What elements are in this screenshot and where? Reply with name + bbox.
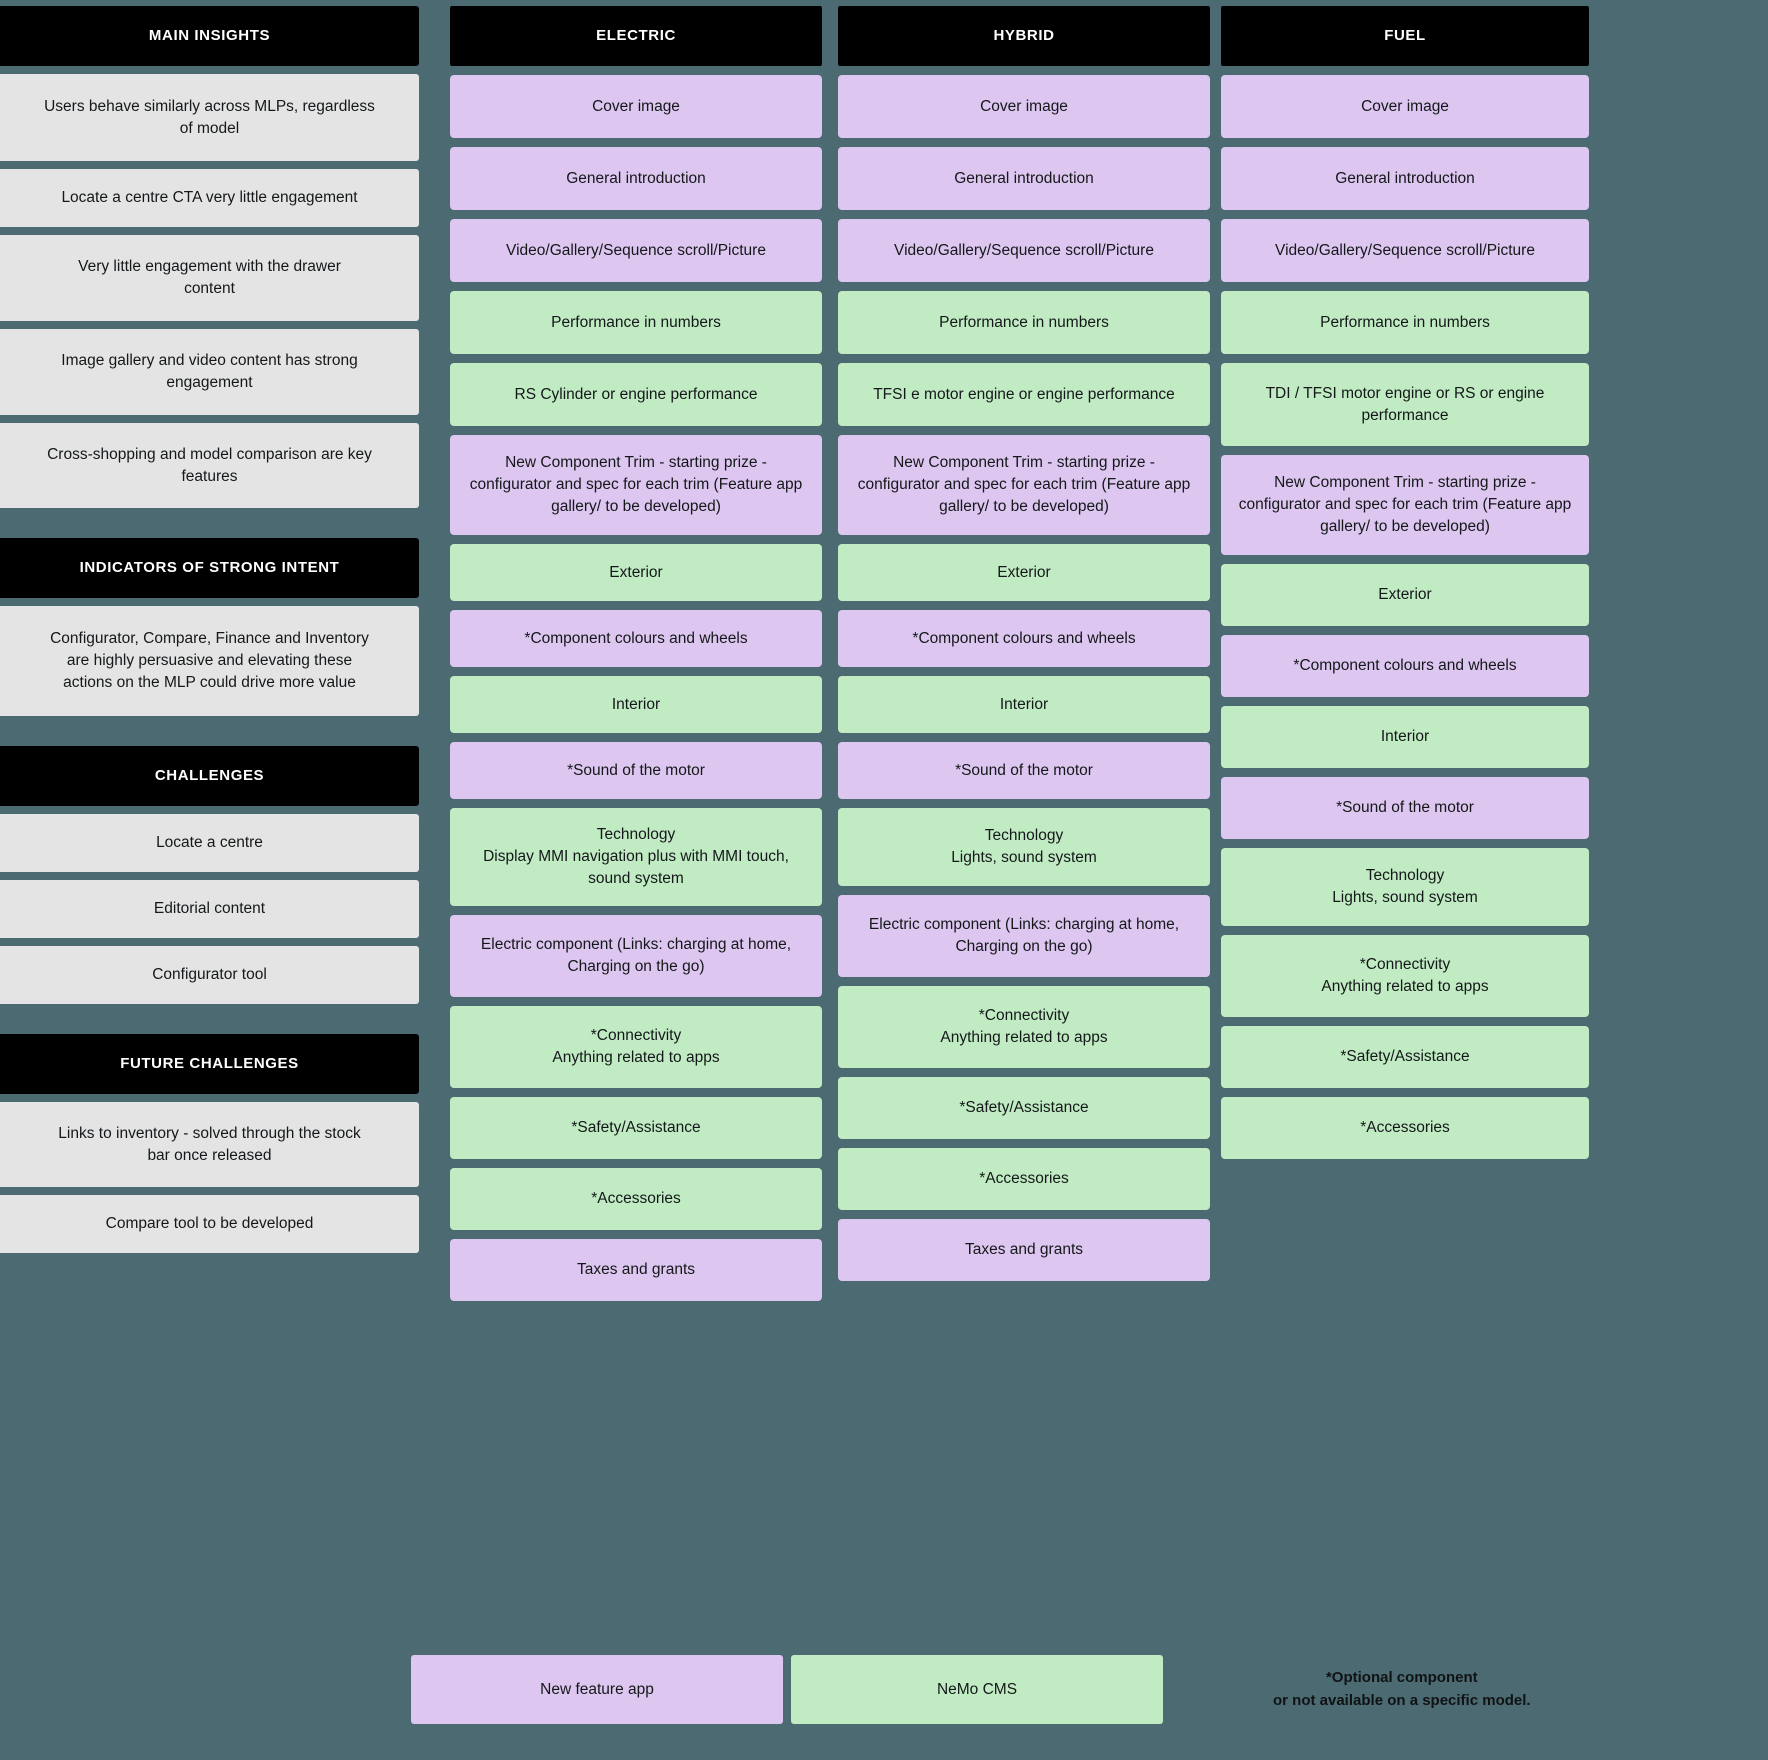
insight-card[interactable]: Cross-shopping and model comparison are … bbox=[0, 423, 419, 508]
column-header-electric: ELECTRIC bbox=[450, 6, 822, 66]
content-card[interactable]: Electric component (Links: charging at h… bbox=[838, 895, 1210, 977]
content-card[interactable]: Exterior bbox=[838, 544, 1210, 601]
content-card[interactable]: Interior bbox=[1221, 706, 1589, 768]
columns-container: MAIN INSIGHTS Users behave similarly acro… bbox=[0, 6, 1768, 1301]
content-card[interactable]: *Accessories bbox=[450, 1168, 822, 1230]
insight-card[interactable]: Editorial content bbox=[0, 880, 419, 938]
content-card[interactable]: General introduction bbox=[450, 147, 822, 210]
content-card[interactable]: General introduction bbox=[838, 147, 1210, 210]
content-card[interactable]: *Component colours and wheels bbox=[1221, 635, 1589, 697]
content-card[interactable]: *Safety/Assistance bbox=[450, 1097, 822, 1159]
content-card[interactable]: *Connectivity Anything related to apps bbox=[450, 1006, 822, 1088]
content-card[interactable]: Exterior bbox=[1221, 564, 1589, 626]
content-card[interactable]: Interior bbox=[838, 676, 1210, 733]
content-card[interactable]: *Sound of the motor bbox=[450, 742, 822, 799]
insight-card[interactable]: Compare tool to be developed bbox=[0, 1195, 419, 1253]
content-card[interactable]: Video/Gallery/Sequence scroll/Picture bbox=[838, 219, 1210, 282]
content-card[interactable]: *Safety/Assistance bbox=[1221, 1026, 1589, 1088]
insight-card[interactable]: Image gallery and video content has stro… bbox=[0, 329, 419, 415]
content-card[interactable]: *Accessories bbox=[838, 1148, 1210, 1210]
legend: New feature app NeMo CMS *Optional compo… bbox=[411, 1655, 1531, 1724]
content-card[interactable]: *Accessories bbox=[1221, 1097, 1589, 1159]
content-card[interactable]: New Component Trim - starting prize - co… bbox=[1221, 455, 1589, 555]
content-card[interactable]: Technology Lights, sound system bbox=[1221, 848, 1589, 926]
content-card[interactable]: Performance in numbers bbox=[838, 291, 1210, 354]
content-card[interactable]: Performance in numbers bbox=[450, 291, 822, 354]
content-card[interactable]: Technology Display MMI navigation plus w… bbox=[450, 808, 822, 906]
content-card[interactable]: Taxes and grants bbox=[838, 1219, 1210, 1281]
content-card[interactable]: New Component Trim - starting prize - co… bbox=[838, 435, 1210, 535]
column-header-fuel: FUEL bbox=[1221, 6, 1589, 66]
content-card[interactable]: Cover image bbox=[838, 75, 1210, 138]
insight-card[interactable]: Configurator, Compare, Finance and Inven… bbox=[0, 606, 419, 716]
content-card[interactable]: TFSI e motor engine or engine performanc… bbox=[838, 363, 1210, 426]
content-card[interactable]: *Connectivity Anything related to apps bbox=[838, 986, 1210, 1068]
insight-card[interactable]: Configurator tool bbox=[0, 946, 419, 1004]
column-header-hybrid: HYBRID bbox=[838, 6, 1210, 66]
legend-new-feature-app[interactable]: New feature app bbox=[411, 1655, 783, 1724]
insights-section-header: CHALLENGES bbox=[0, 746, 419, 806]
content-card[interactable]: *Safety/Assistance bbox=[838, 1077, 1210, 1139]
content-card[interactable]: Cover image bbox=[450, 75, 822, 138]
section-spacer bbox=[0, 516, 419, 530]
section-spacer bbox=[0, 1012, 419, 1026]
content-card[interactable]: Video/Gallery/Sequence scroll/Picture bbox=[450, 219, 822, 282]
content-card[interactable]: RS Cylinder or engine performance bbox=[450, 363, 822, 426]
content-card[interactable]: *Component colours and wheels bbox=[450, 610, 822, 667]
insight-card[interactable]: Users behave similarly across MLPs, rega… bbox=[0, 74, 419, 161]
insights-section-header: INDICATORS OF STRONG INTENT bbox=[0, 538, 419, 598]
insights-section-header: MAIN INSIGHTS bbox=[0, 6, 419, 66]
content-card[interactable]: New Component Trim - starting prize - co… bbox=[450, 435, 822, 535]
insight-card[interactable]: Locate a centre bbox=[0, 814, 419, 872]
insights-column: MAIN INSIGHTS Users behave similarly acro… bbox=[0, 6, 419, 1253]
content-card[interactable]: *Sound of the motor bbox=[838, 742, 1210, 799]
section-spacer bbox=[0, 724, 419, 738]
insight-card[interactable]: Very little engagement with the drawer c… bbox=[0, 235, 419, 321]
content-card[interactable]: Cover image bbox=[1221, 75, 1589, 138]
content-card[interactable]: Exterior bbox=[450, 544, 822, 601]
content-card[interactable]: Video/Gallery/Sequence scroll/Picture bbox=[1221, 219, 1589, 282]
insights-section-header: FUTURE CHALLENGES bbox=[0, 1034, 419, 1094]
content-card[interactable]: *Sound of the motor bbox=[1221, 777, 1589, 839]
content-card[interactable]: Electric component (Links: charging at h… bbox=[450, 915, 822, 997]
content-card[interactable]: *Connectivity Anything related to apps bbox=[1221, 935, 1589, 1017]
content-card[interactable]: Interior bbox=[450, 676, 822, 733]
content-card[interactable]: *Component colours and wheels bbox=[838, 610, 1210, 667]
content-card[interactable]: General introduction bbox=[1221, 147, 1589, 210]
legend-nemo-cms[interactable]: NeMo CMS bbox=[791, 1655, 1163, 1724]
legend-optional-note: *Optional component or not available on … bbox=[1273, 1669, 1531, 1709]
insight-card[interactable]: Locate a centre CTA very little engageme… bbox=[0, 169, 419, 227]
content-card[interactable]: TDI / TFSI motor engine or RS or engine … bbox=[1221, 363, 1589, 446]
content-card[interactable]: Performance in numbers bbox=[1221, 291, 1589, 354]
content-card[interactable]: Taxes and grants bbox=[450, 1239, 822, 1301]
content-card[interactable]: Technology Lights, sound system bbox=[838, 808, 1210, 886]
insight-card[interactable]: Links to inventory - solved through the … bbox=[0, 1102, 419, 1187]
